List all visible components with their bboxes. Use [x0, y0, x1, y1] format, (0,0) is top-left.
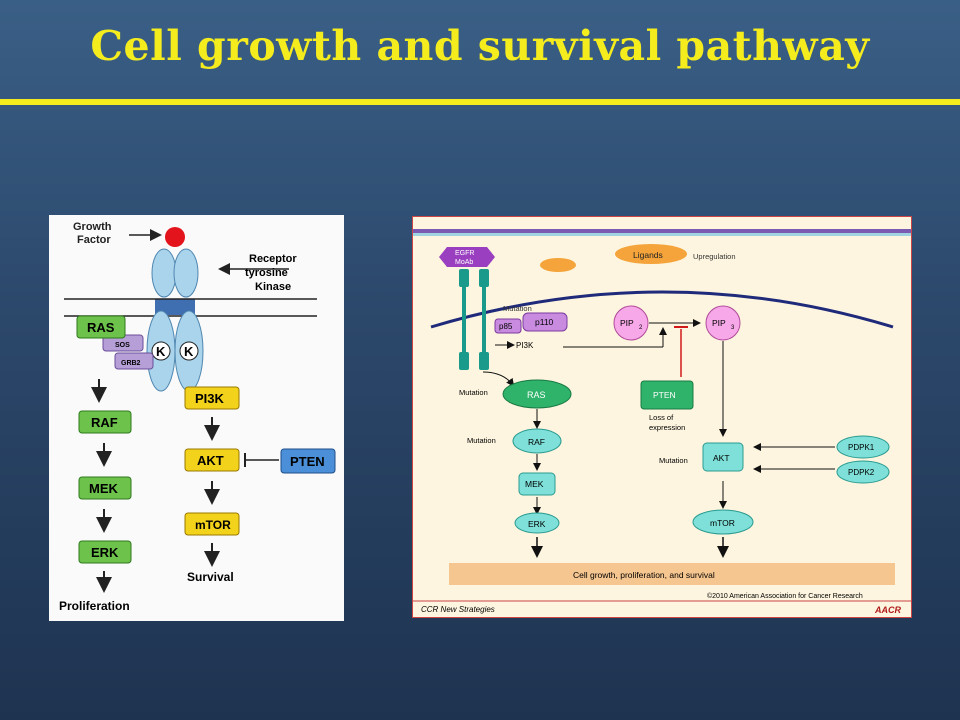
erk-node-right: [514, 512, 560, 534]
grb2-label: GRB2: [121, 360, 141, 367]
mutation-label-pi3k: Mutation: [503, 304, 532, 313]
pi3k-label: PI3K: [195, 391, 225, 406]
raf-label-right: RAF: [528, 437, 545, 447]
pip3-node: [705, 305, 741, 341]
outcome-bar: [449, 563, 895, 585]
egfr-moab-shape: [439, 247, 495, 267]
receptor-label-2: tyrosine: [245, 267, 288, 279]
growth-factor-label-1: Growth: [73, 221, 112, 233]
pten-label: PTEN: [290, 454, 325, 469]
p110-label: p110: [535, 317, 554, 327]
pten-box: [280, 448, 336, 474]
left-pathway-diagram: Growth Factor K K Receptor tyrosine Kina…: [49, 215, 344, 621]
erk-label: ERK: [91, 545, 119, 560]
right-pathway-diagram: EGFR MoAb Ligands Upregulation Mutation …: [412, 216, 912, 618]
survival-label: Survival: [187, 570, 234, 584]
mtor-label-right: mTOR: [710, 518, 735, 528]
copyright-label: ©2010 American Association for Cancer Re…: [707, 592, 863, 600]
ras-label-right: RAS: [527, 390, 546, 400]
pdpk2-label: PDPK2: [848, 468, 875, 477]
loss-label-1: Loss of: [649, 413, 674, 422]
mek-label-right: MEK: [525, 479, 544, 489]
erk-box: [78, 540, 132, 564]
raf-box: [78, 410, 132, 434]
upregulation-label: Upregulation: [693, 252, 736, 261]
erk-label-right: ERK: [528, 519, 546, 529]
pten-box-right: [640, 380, 694, 410]
pi3k-box: [184, 386, 240, 410]
pten-label-right: PTEN: [653, 390, 676, 400]
akt-box: [184, 448, 240, 472]
mek-box: [78, 476, 132, 500]
moab-label: MoAb: [455, 259, 473, 266]
ras-node-right: [502, 379, 572, 409]
ligands-oval: [615, 244, 687, 264]
ras-label: RAS: [87, 320, 115, 335]
p85-box: [494, 318, 522, 334]
loss-label-2: expression: [649, 423, 685, 432]
receptor-label-1: Receptor: [249, 253, 297, 265]
pdpk1-label: PDPK1: [848, 443, 875, 452]
egfr-label: EGFR: [455, 250, 474, 257]
mek-label: MEK: [89, 481, 119, 496]
p110-box: [522, 312, 568, 332]
sos-label: SOS: [115, 342, 130, 349]
akt-label: AKT: [197, 453, 224, 468]
pip2-subscript: 2: [639, 325, 643, 331]
pip3-label: PIP: [712, 318, 726, 328]
raf-node-right: [512, 428, 562, 454]
pip2-node: [613, 305, 649, 341]
receptor-lobe-left: [151, 248, 177, 298]
pi3k-label-right: PI3K: [516, 341, 534, 350]
p85-label: p85: [499, 322, 513, 331]
grb2-box: [114, 352, 154, 370]
ras-box: [76, 315, 126, 339]
kinase-k-right: K: [184, 344, 194, 359]
akt-node-right: [702, 442, 744, 472]
raf-label: RAF: [91, 415, 118, 430]
receptor-label-3: Kinase: [255, 281, 291, 293]
aacr-logo: AACR: [874, 605, 901, 615]
ligand-small: [540, 258, 576, 272]
growth-factor-ligand: [165, 227, 185, 247]
mtor-node-right: [692, 509, 754, 535]
proliferation-label: Proliferation: [59, 599, 130, 613]
mutation-label-raf: Mutation: [467, 436, 496, 445]
pip2-label: PIP: [620, 318, 634, 328]
kinase-k-left: K: [156, 344, 166, 359]
mutation-label-ras: Mutation: [459, 388, 488, 397]
growth-factor-label-2: Factor: [77, 234, 111, 246]
mek-node-right: [518, 472, 556, 496]
slide-title: Cell growth and survival pathway: [90, 22, 870, 70]
mtor-box: [184, 512, 240, 536]
receptor-lobe-right: [173, 248, 199, 298]
akt-label-right: AKT: [713, 453, 730, 463]
outcome-label: Cell growth, proliferation, and survival: [573, 570, 715, 580]
cell-membrane: [430, 290, 894, 329]
title-underline: [0, 99, 960, 105]
pdpk1-node: [836, 435, 890, 459]
mutation-label-akt: Mutation: [659, 456, 688, 465]
mtor-label: mTOR: [195, 518, 231, 532]
footer-label: CCR New Strategies: [421, 605, 495, 614]
ligands-label: Ligands: [633, 250, 663, 260]
pdpk2-node: [836, 460, 890, 484]
pip3-subscript: 3: [731, 325, 735, 331]
